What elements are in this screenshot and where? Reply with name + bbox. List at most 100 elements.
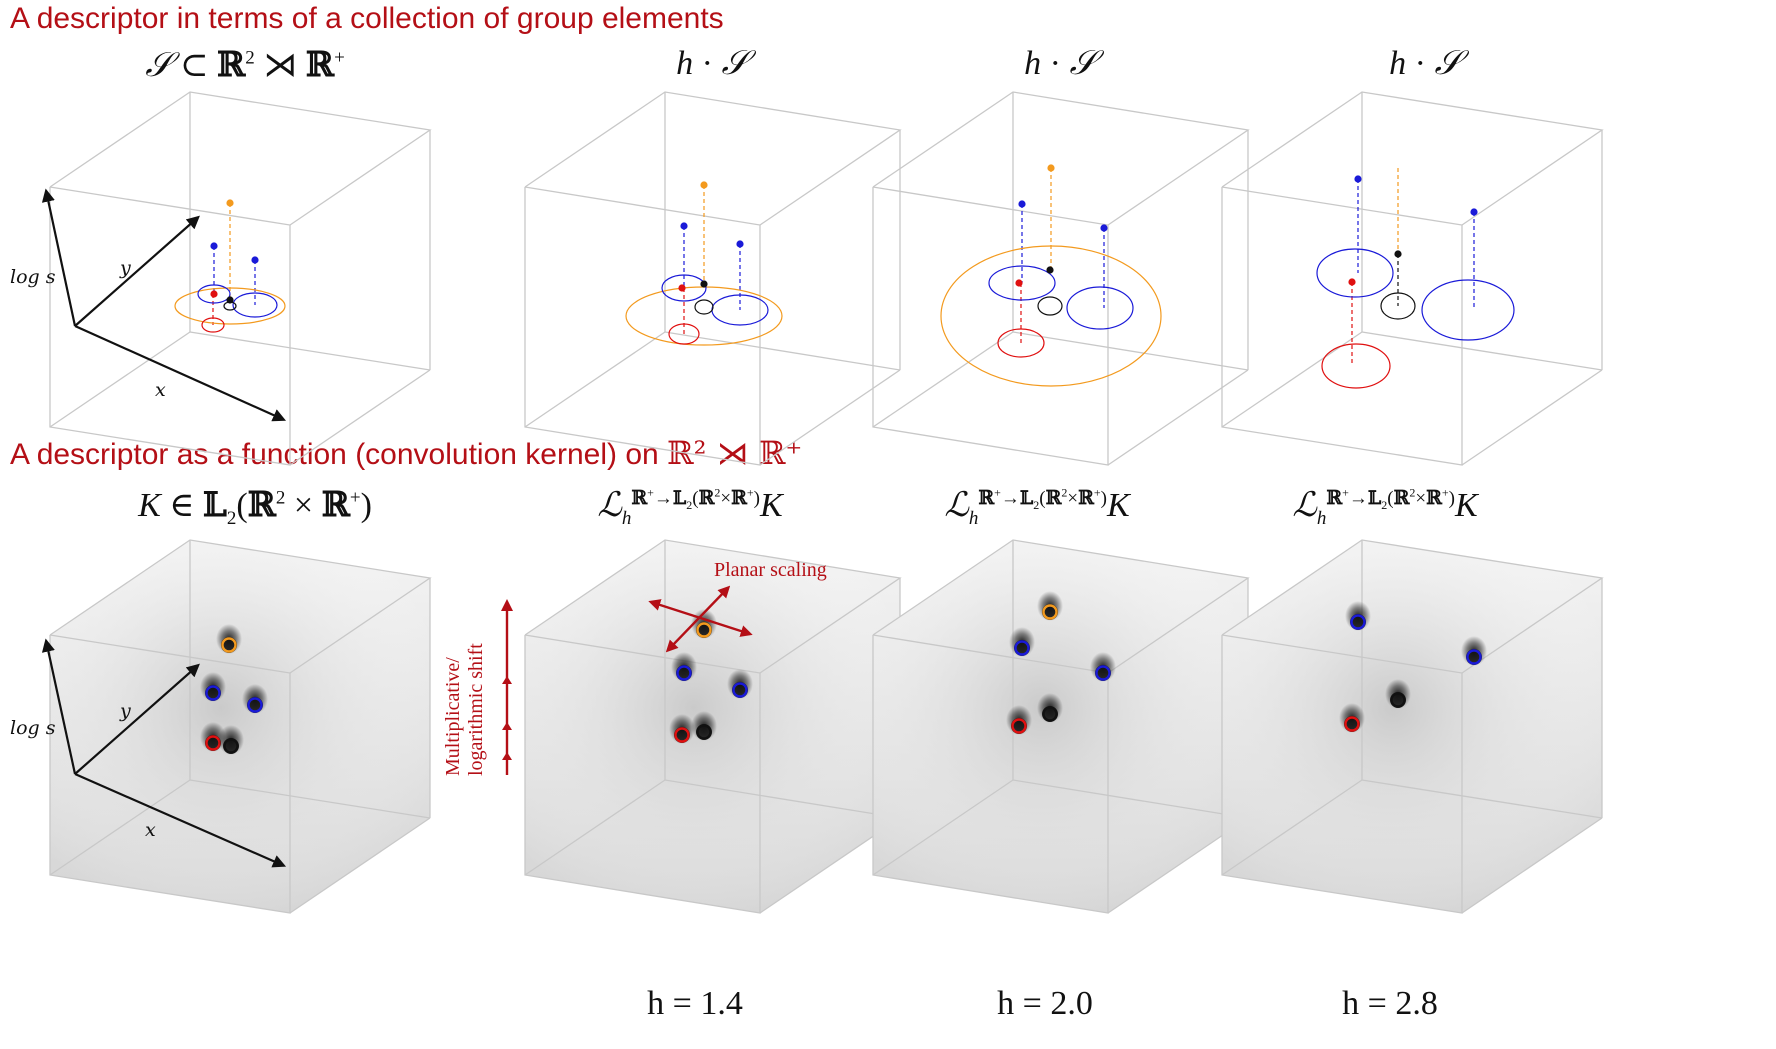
kernel-blob (242, 684, 268, 714)
cube-inner-edge (872, 331, 1014, 428)
h-value-3: h = 2.8 (1342, 985, 1438, 1022)
blob-color-ring (1011, 718, 1027, 734)
top-label-original: 𝒮 ⊂ ℝ2 ⋊ ℝ+ (145, 45, 345, 85)
axis-label-x-bottom: x (145, 819, 156, 841)
cube-top-4 (1221, 91, 1604, 466)
cube-inner-edge (1361, 779, 1603, 819)
group-element-point (700, 280, 708, 288)
kernel-blob (1385, 679, 1411, 709)
scale-circle (1037, 296, 1063, 316)
blob-color-ring (1466, 649, 1482, 665)
group-element-point (700, 181, 708, 189)
cube-inner-edge (1361, 331, 1603, 371)
marks-layer (41, 164, 1515, 868)
cube-inner-edge (49, 331, 191, 428)
cube-top-face (49, 539, 432, 674)
axis-x-arrow (74, 772, 287, 868)
cube-top-face (872, 539, 1250, 674)
bottom-label-operator-3: ℒhℝ+→𝕃2(ℝ2×ℝ+)K (1292, 485, 1478, 529)
scale-circle (661, 274, 707, 302)
scale-circle (997, 328, 1045, 358)
scale-circle (1421, 279, 1515, 341)
cube-top-face (524, 91, 902, 226)
kernel-blob (669, 714, 695, 744)
h-value-2: h = 2.0 (997, 985, 1093, 1022)
group-element-point (1047, 164, 1055, 172)
bottom-section-title-text: A descriptor as a function (convolution … (10, 438, 659, 471)
scale-circle (232, 292, 278, 318)
bottom-label-kernel: K ∈ 𝕃2(ℝ2 × ℝ+) (138, 485, 372, 529)
kernel-blob (1006, 705, 1032, 735)
cube-inner-edge (872, 779, 1014, 876)
group-element-point (1348, 278, 1356, 286)
cube-bottom-edge (289, 369, 431, 466)
axis-label-y-top: y (119, 257, 131, 279)
axis-x-arrow (74, 324, 287, 422)
scale-circle (940, 245, 1162, 387)
cube-inner-edge (189, 779, 431, 819)
blob-color-ring (1014, 640, 1030, 656)
kernel-blob (1037, 591, 1063, 621)
group-element-point (210, 242, 218, 250)
group-element-point (210, 290, 218, 298)
cube-inner-edge (1221, 331, 1363, 428)
blob-color-ring (676, 665, 692, 681)
kernel-blob (1345, 601, 1371, 631)
cube-glow (873, 540, 1248, 913)
top-section-title: A descriptor in terms of a collection of… (10, 2, 724, 35)
scale-circle (201, 317, 225, 333)
kernel-blob (200, 672, 226, 702)
kernel-blob (727, 669, 753, 699)
cube-front-face (1221, 186, 1463, 466)
cube-top-face (872, 91, 1250, 226)
axis-label-log-s-top: log s (10, 266, 56, 288)
cube-bottom-edge (289, 817, 431, 914)
cube-layer (49, 91, 1604, 914)
scale-circle (1066, 286, 1134, 330)
planar-scaling-label: Planar scaling (714, 559, 827, 581)
cube-bottom-edge (759, 369, 901, 466)
cube-top-3 (872, 91, 1250, 466)
scale-circle (197, 284, 231, 304)
axis-y-arrow (74, 663, 200, 775)
cube-inner-edge (49, 779, 191, 876)
scale-circle (694, 299, 714, 315)
cube-inner-edge (664, 779, 901, 819)
axes-top (41, 188, 287, 422)
scale-circle (1316, 248, 1394, 298)
kernel-blob (691, 711, 717, 741)
top-label-transformed-3: h · 𝒮 (1389, 45, 1461, 82)
cube-top-1 (49, 91, 432, 466)
cube-top-face (524, 539, 902, 674)
group-element-point (736, 240, 744, 248)
kernel-blob (216, 624, 242, 654)
scale-circle (174, 287, 286, 325)
axis-label-x-top: x (155, 379, 166, 401)
cube-bottom-1 (49, 539, 432, 914)
log-shift-tick (502, 752, 512, 760)
top-label-transformed-1: h · 𝒮 (676, 45, 748, 82)
cube-bottom-edge (1107, 369, 1249, 466)
group-element-point (251, 256, 259, 264)
blob-color-ring (732, 682, 748, 698)
kernel-blob (671, 652, 697, 682)
group-element-point (680, 222, 688, 230)
cube-bottom-3 (872, 539, 1250, 914)
bottom-label-operator-2: ℒhℝ+→𝕃2(ℝ2×ℝ+)K (944, 485, 1130, 529)
cube-inner-edge (664, 331, 901, 371)
group-element-point (1354, 175, 1362, 183)
scale-circle (1380, 292, 1416, 320)
log-shift-tick (502, 676, 512, 684)
blob-color-ring (674, 727, 690, 743)
cube-top-face (49, 91, 432, 226)
blob-color-ring (205, 685, 221, 701)
shift-label-line1: Multiplicative/ (442, 657, 464, 776)
cube-bottom-edge (1461, 817, 1603, 914)
blob-color-ring (247, 697, 263, 713)
kernel-blob (1009, 627, 1035, 657)
group-element-point (1046, 266, 1054, 274)
scale-circle (1321, 343, 1391, 389)
bottom-section-title: A descriptor as a function (convolution … (10, 434, 802, 472)
group-element-point (1470, 208, 1478, 216)
